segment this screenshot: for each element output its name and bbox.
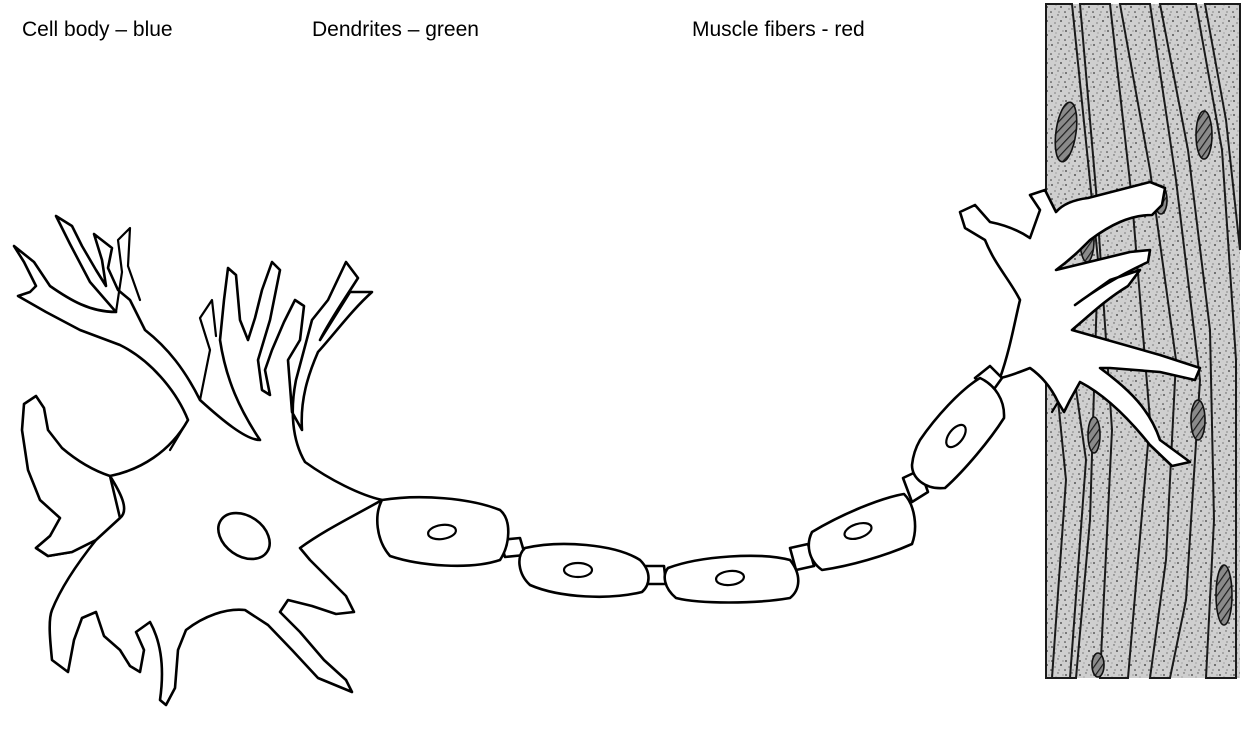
muscle-nucleus xyxy=(1191,400,1205,440)
dendrite-branch xyxy=(200,300,216,400)
muscle-nucleus xyxy=(1216,565,1232,625)
axon xyxy=(377,366,1004,603)
dendrite-left xyxy=(22,396,120,556)
cell-body-with-dendrites xyxy=(14,216,382,705)
muscle-nucleus xyxy=(1196,111,1212,159)
muscle-nucleus xyxy=(1088,417,1100,453)
muscle-nucleus xyxy=(1092,653,1104,677)
schwann-nucleus xyxy=(564,563,592,577)
